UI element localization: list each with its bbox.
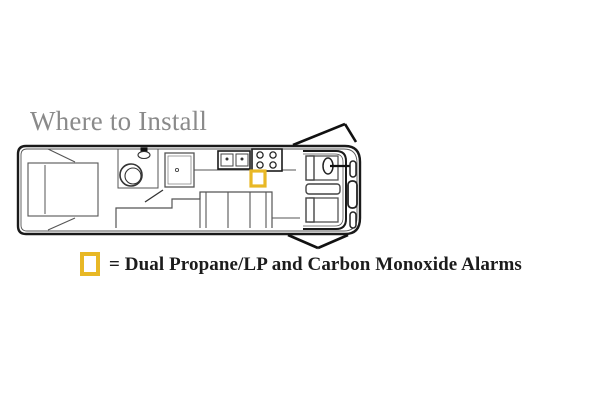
wardrobe-cabinet-inner [167,155,192,185]
washer-dryer-drum-icon [124,167,142,185]
storage-compartment-bottom [349,211,357,229]
four-burner-cooktop [251,148,283,172]
sofa-dinette-profile [115,191,273,228]
slideout-arrow-top [292,122,358,147]
alarm-marker-kitchen [249,169,267,188]
bed [27,162,99,217]
vanity-sink-side [305,197,315,223]
slideout-arrow-bottom [287,233,349,250]
burner-rear-right-icon [269,161,277,169]
rv-floorplan [0,118,400,250]
front-bedroom-angled-wall-bottom [47,217,76,231]
storage-compartment-top [349,160,357,178]
trailer-inner-wall [20,148,358,232]
sink-drain-icon [240,157,244,161]
burner-front-right-icon [269,151,277,159]
storage-compartment-middle [347,180,358,209]
rear-bathroom-partition [303,150,347,230]
legend: = Dual Propane/LP and Carbon Monoxide Al… [80,252,522,276]
page-title: Where to Install [30,106,208,136]
burner-front-left-icon [256,151,264,159]
legend-alarm-swatch-icon [80,252,100,276]
burner-rear-left-icon [256,161,264,169]
vanity-counter [305,155,315,181]
cabinet-door-swing-line [144,189,164,203]
legend-label: = Dual Propane/LP and Carbon Monoxide Al… [109,253,522,275]
rear-bathroom-partition-inner [303,153,344,227]
vent-fixture-base-icon [137,150,151,160]
front-bedroom-angled-wall-top [47,148,76,163]
cabinet-knob-icon [174,167,180,173]
bathroom-bench [305,183,341,195]
washer-dryer-icon [119,163,143,187]
sink-faucet-icon [225,157,229,161]
